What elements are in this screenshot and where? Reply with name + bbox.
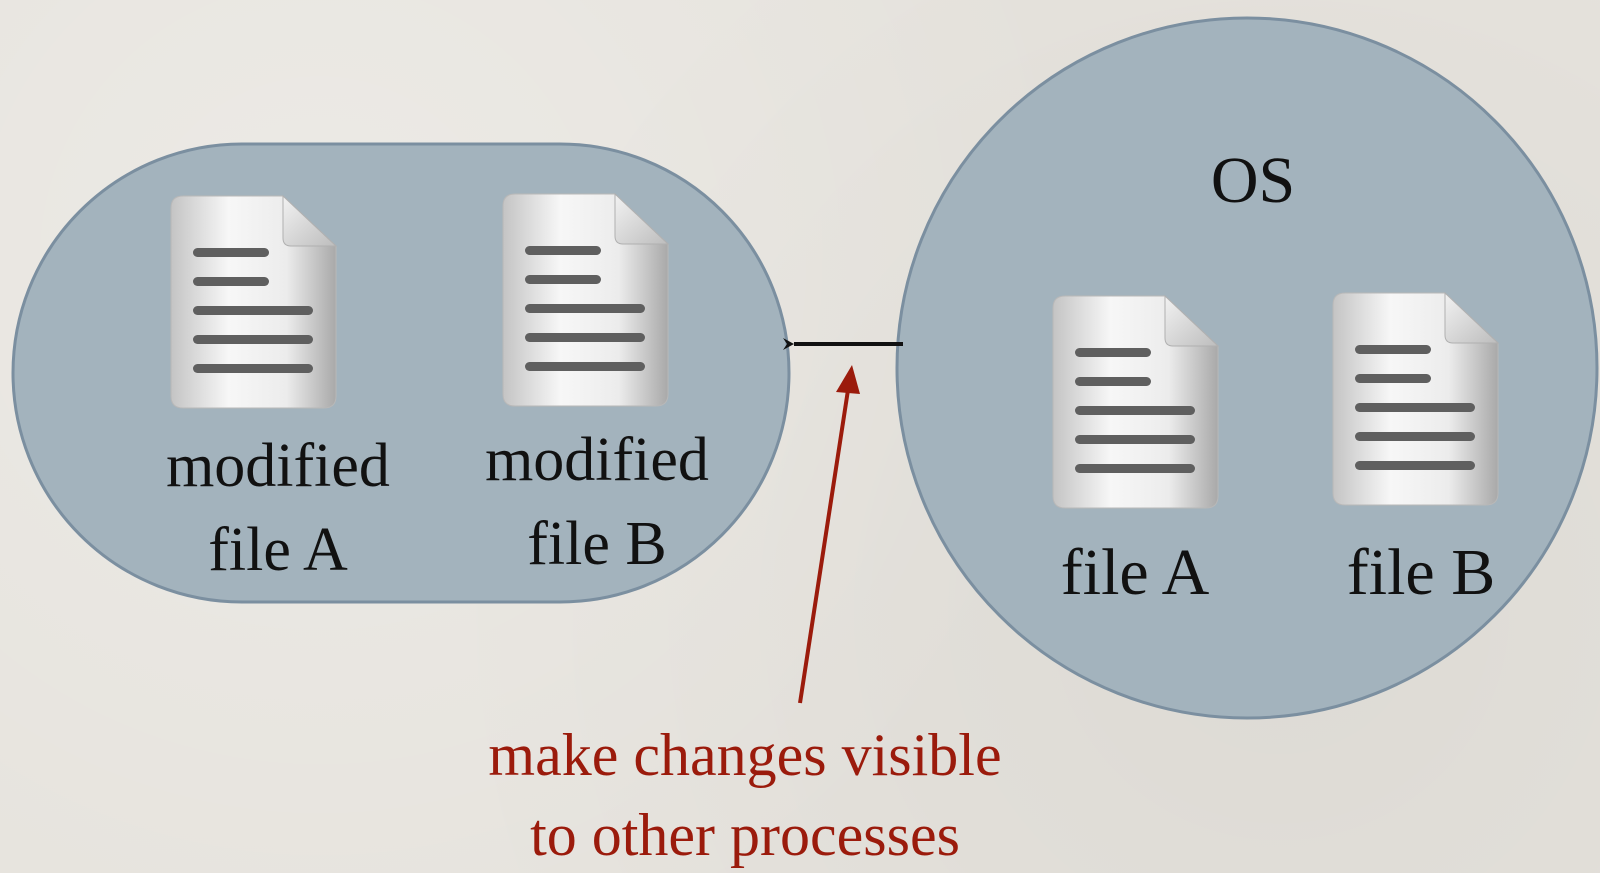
os-container — [895, 16, 1599, 720]
process-file-a-label-line2: file A — [208, 516, 348, 584]
process-file-a-label-line1: modified — [166, 432, 390, 500]
process-file-b-label-line1: modified — [485, 426, 709, 494]
process-container — [11, 142, 791, 604]
caption-arrow — [798, 365, 860, 704]
document-icon — [170, 195, 337, 409]
process-file-b-label-line2: file B — [527, 510, 666, 578]
caption-line2: to other processes — [530, 802, 960, 868]
os-file-a-label: file A — [1061, 536, 1210, 609]
document-icon — [502, 193, 669, 407]
os-file-b-label: file B — [1347, 536, 1495, 609]
document-icon — [1332, 292, 1499, 506]
os-title: OS — [1211, 144, 1295, 217]
document-icon — [1052, 295, 1219, 509]
caption-line1: make changes visible — [488, 722, 1001, 788]
